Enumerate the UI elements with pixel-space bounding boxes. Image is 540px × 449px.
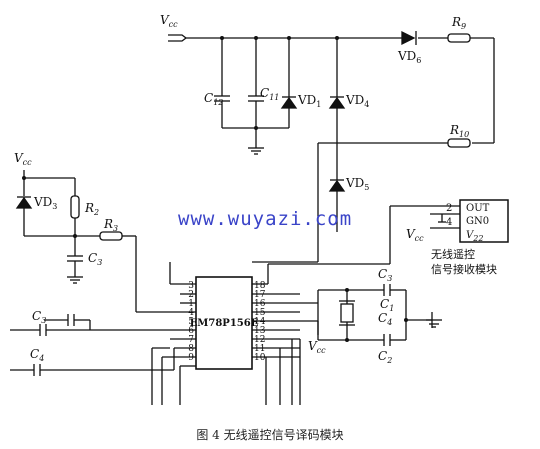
pin-right-18: 18 <box>254 281 266 291</box>
label-c12: C12 <box>204 91 223 107</box>
pin-right-15: 15 <box>254 308 266 318</box>
pin-left-5: 5 <box>188 317 194 327</box>
label-c4-left: C4 <box>30 347 44 363</box>
label-r10: R10 <box>449 123 469 139</box>
watermark-text: www.wuyazi.com <box>178 208 353 230</box>
resistor-r10 <box>447 138 471 148</box>
label-c1: C1 <box>380 297 394 313</box>
module-v22: V22 <box>466 230 483 243</box>
label-c3-left: C3 <box>88 251 102 267</box>
resistor-r2 <box>70 195 80 219</box>
label-vcc-left: Vcc <box>14 151 32 167</box>
pin-left-9: 9 <box>188 353 194 363</box>
chip-label: EM78P156E <box>190 318 259 329</box>
diode-vd6 <box>401 30 416 46</box>
pin-left-3: 3 <box>188 281 194 291</box>
label-vd6: VD6 <box>397 49 421 65</box>
figure-caption: 图 4 无线遥控信号译码模块 <box>196 428 344 442</box>
pin-right-17: 17 <box>254 290 266 300</box>
label-vcc-mid: Vcc <box>308 339 326 355</box>
module-out: OUT <box>466 203 490 214</box>
labels: Vcc C12 C11 VD1 VD4 VD5 VD6 R9 R10 Vcc V… <box>14 13 469 365</box>
pin-right-11: 11 <box>254 344 265 354</box>
label-vd1: VD1 <box>297 93 321 109</box>
diode-vd5 <box>328 179 346 192</box>
label-c3-right: C3 <box>378 267 392 283</box>
resistor-r3 <box>99 231 123 241</box>
pin-right-13: 13 <box>254 326 266 336</box>
label-vcc-top: Vcc <box>160 13 178 29</box>
pin-left-8: 8 <box>188 344 194 354</box>
module-caption: 无线遥控 信号接收模块 <box>431 247 497 276</box>
label-vd4: VD4 <box>345 93 369 109</box>
pin-left-7: 7 <box>188 335 194 345</box>
label-r2: R2 <box>84 201 99 217</box>
module-pin2: 2 <box>446 203 452 214</box>
label-c4-right: C4 <box>378 311 392 327</box>
label-c11: C11 <box>260 86 279 102</box>
receiver-module: OUT GN0 V22 2 4 <box>446 203 490 243</box>
pin-right-10: 10 <box>254 353 266 363</box>
label-r9: R9 <box>451 15 466 31</box>
label-vcc-module: Vcc <box>406 227 424 243</box>
pin-right-16: 16 <box>254 299 266 309</box>
label-r3: R3 <box>103 217 118 233</box>
pin-left-2: 2 <box>188 290 194 300</box>
module-pin4: 4 <box>446 217 452 228</box>
pin-right-12: 12 <box>254 335 265 345</box>
module-title-line1: 无线遥控 <box>431 247 475 261</box>
pin-left-4: 4 <box>188 308 194 318</box>
diodes <box>15 30 417 209</box>
module-gn0: GN0 <box>466 216 489 227</box>
pin-left-1: 1 <box>188 299 194 309</box>
label-vd3: VD3 <box>33 195 57 211</box>
diode-vd3 <box>15 196 33 209</box>
vcc-top-terminal <box>168 34 188 42</box>
label-c2: C2 <box>378 349 392 365</box>
diode-vd4 <box>328 96 346 109</box>
resistor-r9 <box>447 33 471 43</box>
resistors <box>70 33 471 241</box>
pin-left-6: 6 <box>188 326 194 336</box>
label-c3-bottom-left: C3 <box>32 309 46 325</box>
module-title-line2: 信号接收模块 <box>431 262 497 276</box>
junctions <box>22 36 408 342</box>
diode-vd1 <box>280 96 298 109</box>
label-vd5: VD5 <box>345 176 369 192</box>
pin-right-14: 14 <box>254 317 266 327</box>
